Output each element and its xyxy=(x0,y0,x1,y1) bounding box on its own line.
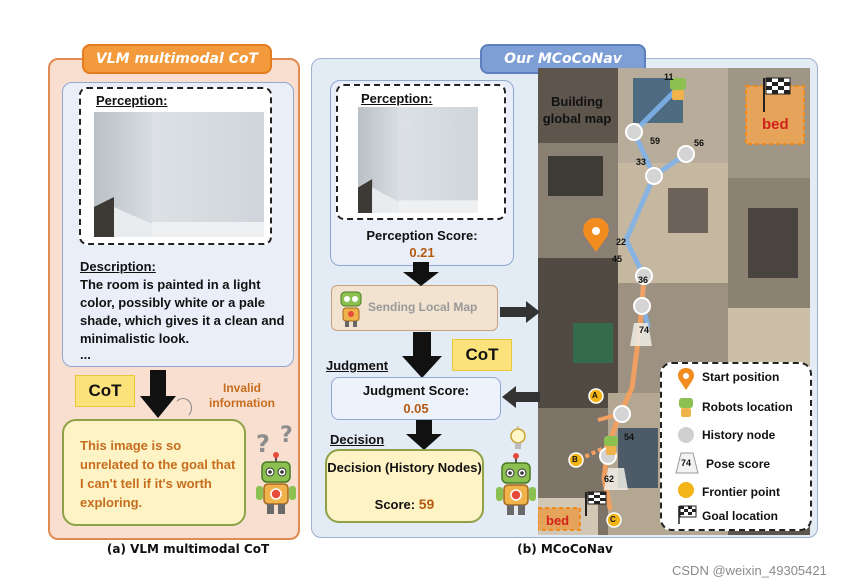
history-node xyxy=(635,267,653,285)
left-cot-badge: CoT xyxy=(75,375,135,407)
node-label: 45 xyxy=(612,254,623,264)
node-label: 22 xyxy=(616,237,627,247)
decision-box xyxy=(325,449,484,523)
perception-score-label: Perception Score: xyxy=(366,228,478,243)
goal-location-icon xyxy=(678,505,697,524)
history-node xyxy=(625,123,643,141)
history-node xyxy=(645,167,663,185)
map-overlay xyxy=(568,77,791,528)
legend-frontier-point: Frontier point xyxy=(702,485,780,499)
frontier-label-c: C xyxy=(610,515,616,524)
decision-score-label: Score: xyxy=(374,497,416,512)
watermark: CSDN @weixin_49305421 xyxy=(672,563,827,578)
left-room-image xyxy=(94,112,264,237)
frontier-point-b xyxy=(568,452,584,468)
decision-score: Score: 59 xyxy=(325,496,484,512)
legend-icons xyxy=(678,368,697,524)
node-label: 54 xyxy=(624,432,635,442)
decision-label: Decision xyxy=(330,432,385,447)
perception-score-value: 0.21 xyxy=(409,245,435,260)
description-text: The room is painted in a light color, po… xyxy=(80,277,285,346)
history-node-icon xyxy=(678,427,694,443)
caption-right: (b) MCoCoNav xyxy=(517,542,613,556)
left-panel-title: VLM multimodal CoT xyxy=(82,44,272,74)
down-arrow-3 xyxy=(406,420,442,450)
legend-history-node: History node xyxy=(702,428,776,442)
start-position-icon xyxy=(583,218,609,252)
robot-location-icon xyxy=(679,398,693,417)
down-arrow-2 xyxy=(402,332,442,378)
legend-robots-location: Robots location xyxy=(702,400,793,414)
bed-label-bottom: bed xyxy=(546,513,570,528)
judgment-score-label: Judgment Score: xyxy=(362,383,470,398)
description-label: Description: xyxy=(80,259,156,274)
lightbulb-icon xyxy=(510,426,526,449)
robot-icon xyxy=(256,452,296,514)
judgment-score-value: 0.05 xyxy=(403,401,429,416)
history-node xyxy=(613,405,631,423)
goal-flag-icon xyxy=(585,491,607,516)
legend-pose-score-example: 74 xyxy=(681,458,692,468)
start-position-icon xyxy=(678,368,694,390)
pose-score-icon xyxy=(675,452,699,474)
caption-left: (a) VLM multimodal CoT xyxy=(106,542,270,556)
left-down-arrow xyxy=(140,370,176,418)
pose-score-label: 74 xyxy=(639,325,650,335)
left-perception-label: Perception: xyxy=(96,93,168,108)
frontier-point-a xyxy=(588,388,604,404)
svg-text:?: ? xyxy=(280,423,293,448)
pose-score-label: 62 xyxy=(604,474,615,484)
legend-pose-score: Pose score xyxy=(706,457,771,471)
svg-text:?: ? xyxy=(256,430,270,458)
frontier-point-c xyxy=(606,512,622,528)
judgment-label: Judgment xyxy=(326,358,389,373)
node-label: 11 xyxy=(664,72,674,82)
thought-connector-icon xyxy=(174,398,192,418)
legend xyxy=(660,362,812,531)
down-arrow-1 xyxy=(403,262,439,286)
building-map-label: Building global map xyxy=(542,94,612,126)
left-arrow-from-map xyxy=(502,386,540,408)
history-node xyxy=(677,145,695,163)
right-arrow-to-map xyxy=(500,301,540,323)
question-marks-icon: ? ? xyxy=(256,423,293,458)
decision-text: Decision (History Nodes) xyxy=(327,460,482,475)
robot-icon xyxy=(340,291,362,327)
right-room-image xyxy=(358,107,478,213)
frontier-label-a: A xyxy=(592,391,598,400)
frontier-point-icon xyxy=(678,482,694,498)
decision-score-value: 59 xyxy=(418,496,435,512)
frontier-label-b: B xyxy=(572,455,578,464)
bed-label-top: bed xyxy=(762,116,789,133)
node-label: 56 xyxy=(694,138,705,148)
legend-start-position: Start position xyxy=(702,370,780,384)
right-cot-badge: CoT xyxy=(452,339,512,371)
judgment-score-box xyxy=(331,377,501,420)
robot-icon xyxy=(496,453,536,515)
left-response-bubble xyxy=(62,419,246,526)
invalid-information-label: Invalid information xyxy=(209,381,275,410)
right-perception-label: Perception: xyxy=(361,91,433,106)
history-node xyxy=(633,297,651,315)
goal-flag-icon xyxy=(763,77,791,112)
node-label: 59 xyxy=(650,136,661,146)
node-label: 36 xyxy=(638,275,649,285)
map-robot-icon xyxy=(670,78,686,100)
left-response-text: This image is so unrelated to the goal t… xyxy=(80,438,236,510)
sending-local-map-label: Sending Local Map xyxy=(368,300,478,314)
description-ellipsis: ... xyxy=(80,347,91,362)
node-label: 33 xyxy=(636,157,647,167)
legend-goal-location: Goal location xyxy=(702,509,779,523)
map-robot-icon xyxy=(604,436,618,455)
